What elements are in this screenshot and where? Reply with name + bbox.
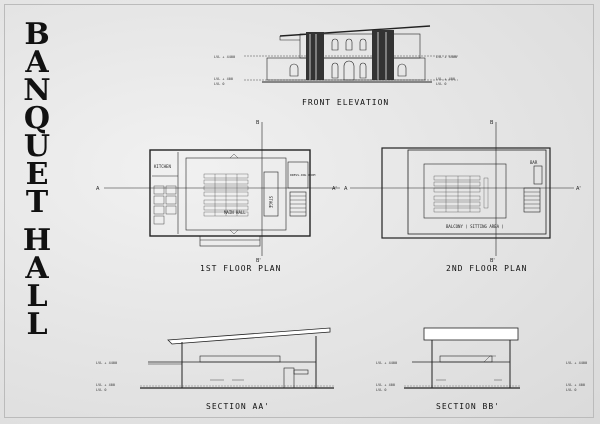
arched-window xyxy=(345,38,353,51)
plan-outer-wall xyxy=(381,147,551,239)
axis-label: A' xyxy=(332,186,337,192)
arched-window xyxy=(331,62,339,79)
entrance-steps xyxy=(199,235,261,247)
axis-label: B' xyxy=(490,258,495,264)
section-lines xyxy=(104,122,574,256)
level-label: LVL + 4400 xyxy=(376,361,397,365)
axis-label: B' xyxy=(256,258,261,264)
arched-window xyxy=(359,62,367,79)
section-aa xyxy=(140,327,334,389)
second-floor-plan xyxy=(381,147,551,239)
arched-window xyxy=(359,38,367,51)
elevation-ground-floor xyxy=(266,57,426,81)
level-label: LVL 0 xyxy=(96,388,107,392)
axis-label: B xyxy=(490,120,494,126)
room-label-main-hall: MAIN HALL xyxy=(224,210,246,215)
entrance-door xyxy=(343,60,355,81)
title-letter: E xyxy=(25,157,49,192)
level-label: LVL + 4400 xyxy=(436,55,457,59)
title-letter: L xyxy=(26,307,48,342)
seating-block xyxy=(203,173,249,217)
title-letter: L xyxy=(26,279,48,314)
bar-counter xyxy=(533,165,543,185)
level-label: LVL + 4400 xyxy=(214,55,235,59)
level-label: LVL + 400 xyxy=(566,383,585,387)
sheet-border xyxy=(4,4,594,418)
axis-label: A' xyxy=(576,186,581,192)
front-elevation xyxy=(244,25,458,83)
arched-window xyxy=(397,63,407,77)
elevation-pier xyxy=(306,32,324,80)
level-label: LVL 0 xyxy=(566,388,577,392)
axis-label: B xyxy=(256,120,260,126)
level-label: LVL 0 xyxy=(436,82,447,86)
level-label: LVL + 400 xyxy=(214,77,233,81)
mezzanine-railing xyxy=(439,355,493,363)
level-label: LVL + 4400 xyxy=(96,361,117,365)
caption-second-floor: 2ND FLOOR PLAN xyxy=(446,264,528,273)
axis-label: A xyxy=(344,186,348,192)
flat-roof xyxy=(423,327,519,341)
level-label: LVL 0 xyxy=(214,82,225,86)
title-block: B A N Q U E T H A L L xyxy=(14,14,54,340)
level-label: LVL + 400 xyxy=(96,383,115,387)
section-bb xyxy=(404,327,520,389)
arched-window xyxy=(331,38,339,51)
room-label-balcony: BALCONY ( SITTING AREA ) xyxy=(446,224,504,229)
elevation-pier xyxy=(372,30,394,80)
stage xyxy=(263,171,279,217)
caption-section-bb: SECTION BB' xyxy=(436,402,500,411)
title-letter: U xyxy=(23,129,51,164)
seating-block xyxy=(433,175,489,213)
room-label-dressing: DRESS-ING ROOM xyxy=(290,173,315,177)
caption-front-elevation: FRONT ELEVATION xyxy=(302,98,390,107)
elevation-roof xyxy=(279,25,431,37)
axis-label: A xyxy=(96,186,100,192)
elevation-upper-floor xyxy=(299,33,421,59)
level-label: LVL + 4400 xyxy=(566,361,587,365)
level-label: LVL + 400 xyxy=(436,77,455,81)
mezzanine-railing xyxy=(199,355,281,363)
arched-window xyxy=(289,63,299,77)
curved-roof xyxy=(167,327,331,345)
title-letter: B xyxy=(24,17,50,52)
title-letter: N xyxy=(23,73,51,108)
room-label-bar: BAR xyxy=(530,160,538,165)
level-label: LVL 0 xyxy=(376,388,387,392)
title-letter: Q xyxy=(23,101,51,136)
title-letter: A xyxy=(25,251,49,286)
caption-first-floor: 1ST FLOOR PLAN xyxy=(200,264,282,273)
toilet-stalls xyxy=(153,185,177,225)
title-letter: A xyxy=(25,45,49,80)
room-label-stage: STAGE xyxy=(268,196,273,209)
balcony-void xyxy=(423,163,507,219)
caption-section-aa: SECTION AA' xyxy=(206,402,270,411)
main-hall xyxy=(185,157,287,231)
title-letter: H xyxy=(22,223,52,258)
room-label-kitchen: KITCHEN xyxy=(154,164,171,169)
first-floor-plan xyxy=(149,149,311,247)
level-label: LVL + 400 xyxy=(376,383,395,387)
title-letter: T xyxy=(25,185,49,220)
